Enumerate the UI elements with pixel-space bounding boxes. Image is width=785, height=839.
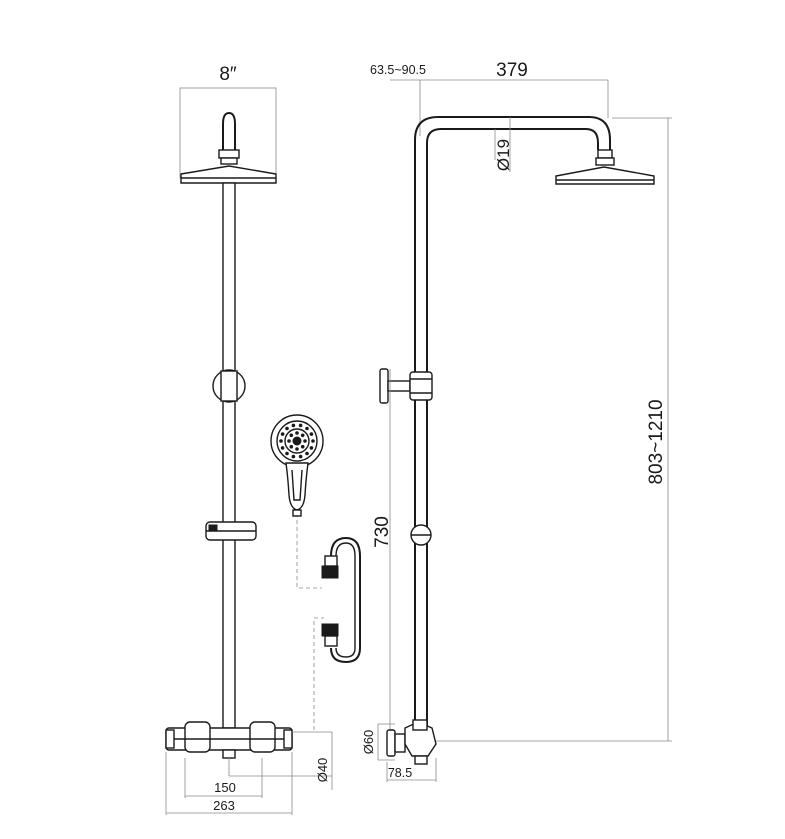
side-rain-shower-head — [555, 166, 655, 185]
nozzle-dot — [291, 454, 296, 459]
side-shower-arm-outer — [414, 116, 611, 740]
flexible-hose — [330, 536, 361, 664]
nozzle-dot — [303, 439, 307, 443]
nozzle-dot — [295, 431, 299, 435]
hand-shower-handle — [285, 462, 309, 511]
front-view: 8″ 150 263 — [165, 64, 333, 815]
front-riser-pipe — [222, 182, 236, 729]
front-rain-shower-head — [180, 165, 277, 184]
nozzle-dot — [305, 426, 309, 431]
inlet-diameter-label: Ø40 — [315, 758, 330, 783]
nozzle-dot — [295, 447, 299, 451]
front-hose-outlet — [222, 749, 236, 759]
hand-shower-nozzles — [279, 423, 315, 459]
nozzle-dot — [289, 433, 294, 438]
side-bracket-clamp — [409, 371, 433, 401]
arm-reach-label: 379 — [496, 60, 528, 81]
arm-offset-label: 63.5~90.5 — [370, 63, 426, 77]
riser-height-label: 730 — [372, 516, 393, 548]
valve-diameter-label: Ø60 — [361, 730, 376, 755]
side-view: 63.5~90.5 379 Ø19 803~1210 730 — [361, 60, 672, 782]
head-width-label: 8″ — [219, 64, 237, 85]
inlet-centers-label: 150 — [214, 780, 236, 795]
front-flow-knob — [249, 721, 276, 753]
hose-nut-top — [324, 555, 338, 567]
front-head-nut — [218, 149, 240, 159]
nozzle-dot — [305, 451, 309, 456]
nozzle-dot — [298, 423, 303, 428]
nozzle-dot — [309, 446, 314, 450]
nozzle-dot — [280, 432, 285, 436]
nozzle-dot — [279, 439, 283, 443]
nozzle-dot — [285, 426, 289, 431]
nozzle-dot — [289, 444, 294, 449]
front-temperature-knob — [184, 721, 211, 753]
nozzle-dot — [300, 444, 305, 449]
nozzle-dot — [280, 446, 285, 450]
arm-pipe-diameter-label: Ø19 — [494, 139, 513, 171]
hand-shower-and-hose — [270, 414, 361, 664]
nozzle-dot — [309, 432, 314, 436]
side-valve-flange — [386, 729, 396, 757]
front-gooseneck — [222, 111, 236, 150]
side-wall-flange — [379, 368, 389, 404]
nozzle-dot — [291, 423, 296, 428]
side-shower-arm-inner — [426, 128, 599, 740]
front-head-connector — [220, 157, 238, 165]
front-bracket-collar — [220, 370, 238, 402]
valve-projection-label: 78.5 — [388, 766, 412, 780]
nozzle-dot — [300, 433, 305, 438]
nozzle-dot — [311, 439, 315, 443]
total-height-label: 803~1210 — [646, 399, 667, 484]
nozzle-dot — [298, 454, 303, 459]
valve-length-label: 263 — [213, 798, 235, 813]
hose-nut-bottom — [321, 623, 339, 637]
nozzle-dot — [287, 439, 291, 443]
nozzle-dot — [285, 451, 289, 456]
